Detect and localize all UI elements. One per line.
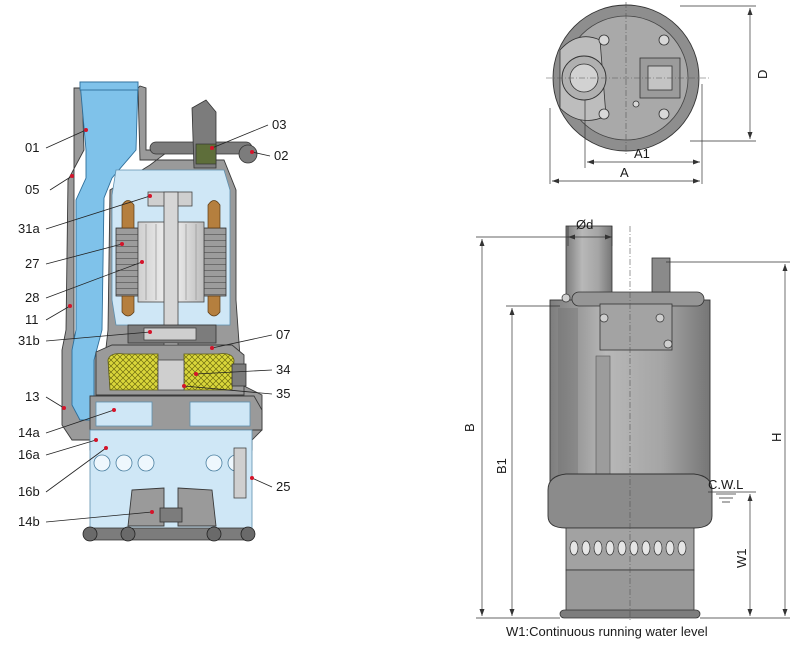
top-dimensions: A1 A D xyxy=(549,5,770,184)
impeller-nut xyxy=(159,507,183,523)
dim-a1: A1 xyxy=(634,146,650,161)
strainer-bolt xyxy=(233,447,247,499)
label-27: 27 xyxy=(25,256,39,271)
side-top-bolts xyxy=(561,293,673,349)
oil-right xyxy=(183,353,235,391)
label-31b: 31b xyxy=(18,333,40,348)
label-14b: 14b xyxy=(18,514,40,529)
pump-cavity-right xyxy=(189,401,251,427)
top-view xyxy=(546,2,710,156)
label-07: 07 xyxy=(276,327,290,342)
side-view xyxy=(547,225,713,620)
winding-end-ur xyxy=(207,200,221,229)
base-feet xyxy=(82,526,256,542)
pump-cavity-left xyxy=(95,401,153,427)
label-34: 34 xyxy=(276,362,290,377)
caption-water-level: W1:Continuous running water level xyxy=(506,624,708,639)
dim-a: A xyxy=(620,165,629,180)
impeller-body-right xyxy=(177,487,217,527)
dim-cwl: C.W.L xyxy=(708,477,743,492)
side-strainer-holes xyxy=(569,540,687,556)
top-bolts xyxy=(598,34,670,120)
dim-w1: W1 xyxy=(734,549,749,569)
outlet-neck xyxy=(79,81,139,91)
winding-end-ul xyxy=(121,200,135,229)
dim-h: H xyxy=(769,433,784,442)
lower-bearing xyxy=(143,327,197,341)
base-rail xyxy=(83,527,255,541)
label-13: 13 xyxy=(25,389,39,404)
oil-left xyxy=(107,353,159,391)
winding-end-lr xyxy=(207,295,221,317)
label-28: 28 xyxy=(25,290,39,305)
cable-end xyxy=(238,144,258,164)
mech-seal-block xyxy=(157,359,185,391)
dim-b1: B1 xyxy=(494,458,509,474)
label-11: 11 xyxy=(25,312,39,327)
label-35: 35 xyxy=(276,386,290,401)
label-31a: 31a xyxy=(18,221,40,236)
side-rib xyxy=(595,355,611,477)
impeller-body xyxy=(127,487,165,527)
label-02: 02 xyxy=(274,148,288,163)
side-cable-gland xyxy=(651,257,671,293)
stator-coil-right xyxy=(203,227,227,297)
winding-end-ll xyxy=(121,295,135,317)
dim-b: B xyxy=(462,423,477,432)
label-25: 25 xyxy=(276,479,290,494)
label-05: 05 xyxy=(25,182,39,197)
label-16a: 16a xyxy=(18,447,40,462)
water-level-symbol xyxy=(716,493,736,503)
side-shade-left xyxy=(558,308,578,484)
cutaway-view xyxy=(61,81,263,542)
label-14a: 14a xyxy=(18,425,40,440)
label-16b: 16b xyxy=(18,484,40,499)
stator-coil-left xyxy=(115,227,139,297)
side-top-cover xyxy=(599,303,673,351)
side-bolt xyxy=(231,363,247,387)
dim-d: D xyxy=(755,70,770,79)
label-01: 01 xyxy=(25,140,39,155)
side-dimensions: Ød B B1 H W1 C.W.L xyxy=(462,217,790,619)
label-03: 03 xyxy=(272,117,286,132)
part-labels: 01 05 31a 27 28 11 31b 13 14a 16a 16b 14… xyxy=(18,117,290,529)
dim-od: Ød xyxy=(576,217,593,232)
part-leaders xyxy=(45,124,273,523)
